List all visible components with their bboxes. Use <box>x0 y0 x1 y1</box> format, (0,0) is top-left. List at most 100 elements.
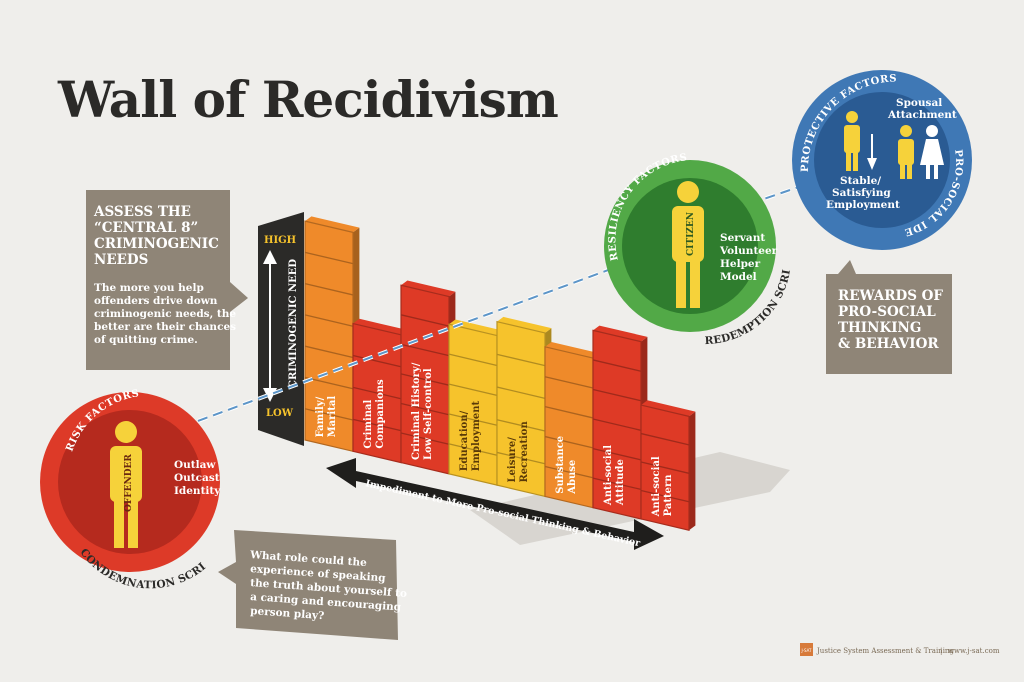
wall-brick-line <box>496 419 546 432</box>
rewards-heading-2: PRO-SOCIAL <box>838 304 936 320</box>
wall-brick-line <box>592 477 642 491</box>
wall-brick-line <box>592 359 642 372</box>
wall-column: Anti-socialAttitude <box>592 325 648 520</box>
wall-brick-line <box>400 432 450 445</box>
wife-left-leg <box>926 163 930 179</box>
wall-column-top <box>545 342 600 359</box>
wall-column-label-line: Low Self-control <box>423 368 434 460</box>
wall-brick-line <box>448 413 498 426</box>
resiliency-side-4: Model <box>720 271 757 283</box>
wall-column-label: CriminalCompanions <box>363 379 386 449</box>
spousal-line-1: Spousal <box>896 97 942 109</box>
offender-left-leg <box>114 498 124 548</box>
risk-side-1: Outlaw <box>174 459 216 471</box>
wife-right-leg <box>934 163 938 179</box>
wall-brick-line <box>448 353 498 367</box>
wall-column-label-line: Family/ <box>315 396 326 437</box>
wall-brick-line <box>496 451 546 465</box>
wall-brick-line <box>640 461 690 474</box>
wall-brick-line <box>640 432 690 446</box>
path-dashed-line-inner <box>167 247 669 433</box>
wall-column-side <box>689 411 696 531</box>
wall-column-label: SubstanceAbuse <box>555 436 578 495</box>
offender-figure-icon <box>110 421 142 548</box>
wall-column: CriminalCompanions <box>352 318 408 464</box>
wall-brick-line <box>400 402 450 416</box>
footer: J-SAT Justice System Assessment & Traini… <box>800 643 1000 656</box>
husband-left-leg <box>900 163 905 179</box>
spousal-line-2: Attachment <box>887 109 957 121</box>
wall-column-label: Anti-socialPattern <box>651 456 674 517</box>
citizen-head <box>677 181 699 203</box>
wall-column-label-line: Anti-social <box>603 445 614 506</box>
worker-figure-icon <box>844 111 860 171</box>
footer-url[interactable]: www.j-sat.com <box>948 647 1000 655</box>
risk-side-2: Outcast <box>174 472 220 484</box>
citizen-torso <box>672 206 704 262</box>
rewards-heading-4: & BEHAVIOR <box>838 336 939 352</box>
wall-brick-line <box>592 388 642 402</box>
wall-brick-line <box>544 465 594 479</box>
wall-column: Anti-socialPattern <box>640 400 696 531</box>
husband-right-leg <box>907 163 912 179</box>
wall-brick-line <box>496 386 546 399</box>
wife-figure-icon <box>920 125 944 179</box>
shovel-icon <box>867 134 877 170</box>
wall-brick-line <box>448 383 498 397</box>
wall-brick-line <box>352 418 402 432</box>
wall-brick-line <box>640 489 690 503</box>
offender-torso <box>110 446 142 502</box>
employment-line-3: Employment <box>826 199 900 211</box>
shovel-blade <box>867 158 877 170</box>
worker-left-leg <box>846 151 851 171</box>
wall-brick-line <box>304 283 354 296</box>
question-box: What role could the experience of speaki… <box>218 530 407 640</box>
wall-column-label-line: Employment <box>471 401 482 472</box>
wall-column-top <box>401 280 456 297</box>
wall-brick-line <box>304 251 354 265</box>
employment-line-2: Satisfying <box>832 187 891 199</box>
assess-heading-3: CRIMINOGENIC <box>94 236 219 252</box>
employment-line-1: Stable/ <box>840 175 881 187</box>
assess-central-8-box: ASSESS THE “CENTRAL 8” CRIMINOGENIC NEED… <box>86 190 248 370</box>
wall-column-label-line: Abuse <box>567 460 578 495</box>
resiliency-side-2: Volunteer <box>719 245 778 257</box>
wife-head <box>926 125 938 137</box>
axis-title: CRIMINOGENIC NEED <box>288 259 299 388</box>
wall-brick-line <box>304 345 354 359</box>
resiliency-side-1: Servant <box>720 232 765 244</box>
wall-brick-line <box>544 406 594 419</box>
wall-column-label-line: Marital <box>327 396 338 438</box>
wall-brick-line <box>304 314 354 327</box>
wall-brick-line <box>400 314 450 327</box>
worker-torso <box>844 125 860 153</box>
wall-column-label-line: Criminal History/ <box>411 362 422 460</box>
offender-head <box>115 421 137 443</box>
wife-dress <box>920 139 944 165</box>
axis-high-label: HIGH <box>264 235 296 246</box>
wall-column-top <box>497 316 552 333</box>
wall-column: Education/Employment <box>448 319 504 486</box>
wall-brick-line <box>592 418 642 431</box>
jsat-logo-text: J-SAT <box>801 648 813 653</box>
axis-up-arrowhead <box>263 250 277 264</box>
footer-separator: | <box>940 647 942 655</box>
risk-side-3: Identity <box>174 485 221 497</box>
criminogenic-need-axis: HIGH LOW CRIMINOGENIC NEED <box>258 212 304 446</box>
wall-column-label: Leisure/Recreation <box>507 421 530 483</box>
rewards-box: REWARDS OF PRO-SOCIAL THINKING & BEHAVIO… <box>826 260 952 374</box>
wall-column-label-line: Criminal <box>363 400 374 449</box>
assess-heading-4: NEEDS <box>94 252 148 268</box>
wall-column-label-line: Substance <box>555 436 566 494</box>
question-line-5: person play? <box>250 605 325 622</box>
rewards-heading-1: REWARDS OF <box>838 288 943 304</box>
wall-column-top <box>593 325 648 342</box>
worker-head <box>846 111 858 123</box>
assess-heading-1: ASSESS THE <box>93 204 191 220</box>
worker-right-leg <box>853 151 858 171</box>
wall-column-top <box>305 216 360 233</box>
wall-brick-line <box>400 373 450 386</box>
